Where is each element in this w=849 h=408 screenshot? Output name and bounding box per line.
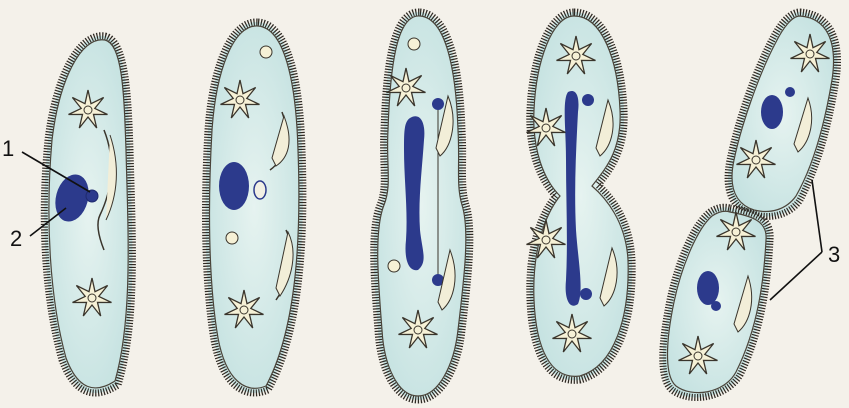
stage-2-micronucleus <box>254 181 266 199</box>
label-3: 3 <box>828 242 840 267</box>
label-1: 1 <box>2 136 14 161</box>
stage-2-cell <box>206 22 303 393</box>
label-2: 2 <box>10 226 22 251</box>
stage-1-micronucleus <box>86 190 98 202</box>
stage-5-lower-macronucleus <box>697 271 719 305</box>
label-3-leader-upper <box>812 180 822 252</box>
stage-5-cells <box>663 12 838 397</box>
stage-4-micronucleus-top <box>582 94 594 106</box>
stage-3-micronucleus-top <box>432 98 444 110</box>
stage-2-vacuole-mid <box>226 232 238 244</box>
stage-2-vacuole-top <box>260 46 272 58</box>
stage-4-micronucleus-bottom <box>580 288 592 300</box>
stage-5-upper-macronucleus <box>761 95 783 129</box>
stage-2-macronucleus <box>219 162 249 210</box>
label-3-leader-lower <box>770 252 822 300</box>
